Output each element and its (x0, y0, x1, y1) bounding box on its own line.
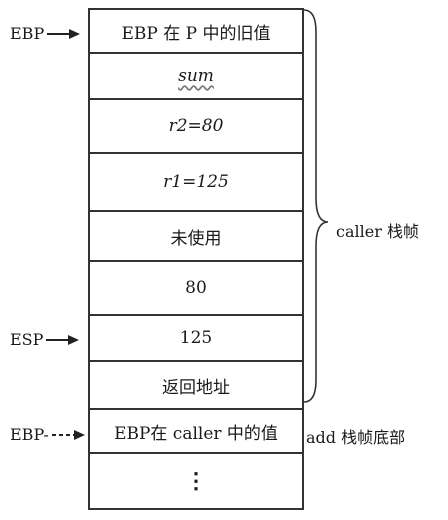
arrow-right-icon (46, 334, 80, 345)
stack-cell-r2: r2=80 (90, 98, 302, 152)
stack-cell-text: r2=80 (168, 116, 224, 136)
stack-cell-return-address: 返回地址 (90, 360, 302, 408)
stack-cell-125: 125 (90, 314, 302, 360)
ebp-pointer-top: EBP (10, 24, 81, 43)
stack-cell-text: r1=125 (163, 172, 229, 192)
add-frame-bottom-label: add 栈帧底部 (306, 428, 406, 447)
stack-cell-80: 80 (90, 260, 302, 314)
caller-frame-brace-icon (303, 9, 329, 403)
ebp-label-bottom: EBP- (10, 425, 49, 444)
stack-frame-diagram: EBP 在 P 中的旧值 sum r2=80 r1=125 未使用 80 125… (88, 8, 304, 510)
vertical-ellipsis: ⋮ (185, 468, 207, 494)
stack-cell-sum: sum (90, 52, 302, 98)
stack-cell-text: EBP 在 P 中的旧值 (121, 23, 271, 44)
arrow-right-icon (47, 28, 81, 39)
stack-cell-text: sum (178, 66, 214, 86)
stack-cell-text: EBP在 caller 中的值 (114, 423, 278, 444)
caller-frame-label: caller 栈帧 (336, 222, 419, 241)
stack-cell-text: 125 (179, 328, 213, 348)
esp-pointer: ESP (10, 330, 80, 349)
stack-cell-caller-ebp: EBP在 caller 中的值 (90, 408, 302, 452)
stack-cell-r1: r1=125 (90, 152, 302, 210)
stack-cell-text: 返回地址 (162, 377, 230, 398)
esp-label: ESP (10, 330, 44, 349)
stack-cell-ellipsis: ⋮ (90, 452, 302, 510)
ebp-pointer-bottom: EBP- (10, 425, 86, 444)
stack-cell-unused: 未使用 (90, 210, 302, 260)
stack-cell-old-ebp: EBP 在 P 中的旧值 (90, 8, 302, 52)
stack-cell-text: 80 (185, 278, 207, 298)
ebp-label-top: EBP (10, 24, 45, 43)
stack-cell-text: 未使用 (170, 228, 222, 249)
dashed-arrow-right-icon (51, 429, 85, 440)
